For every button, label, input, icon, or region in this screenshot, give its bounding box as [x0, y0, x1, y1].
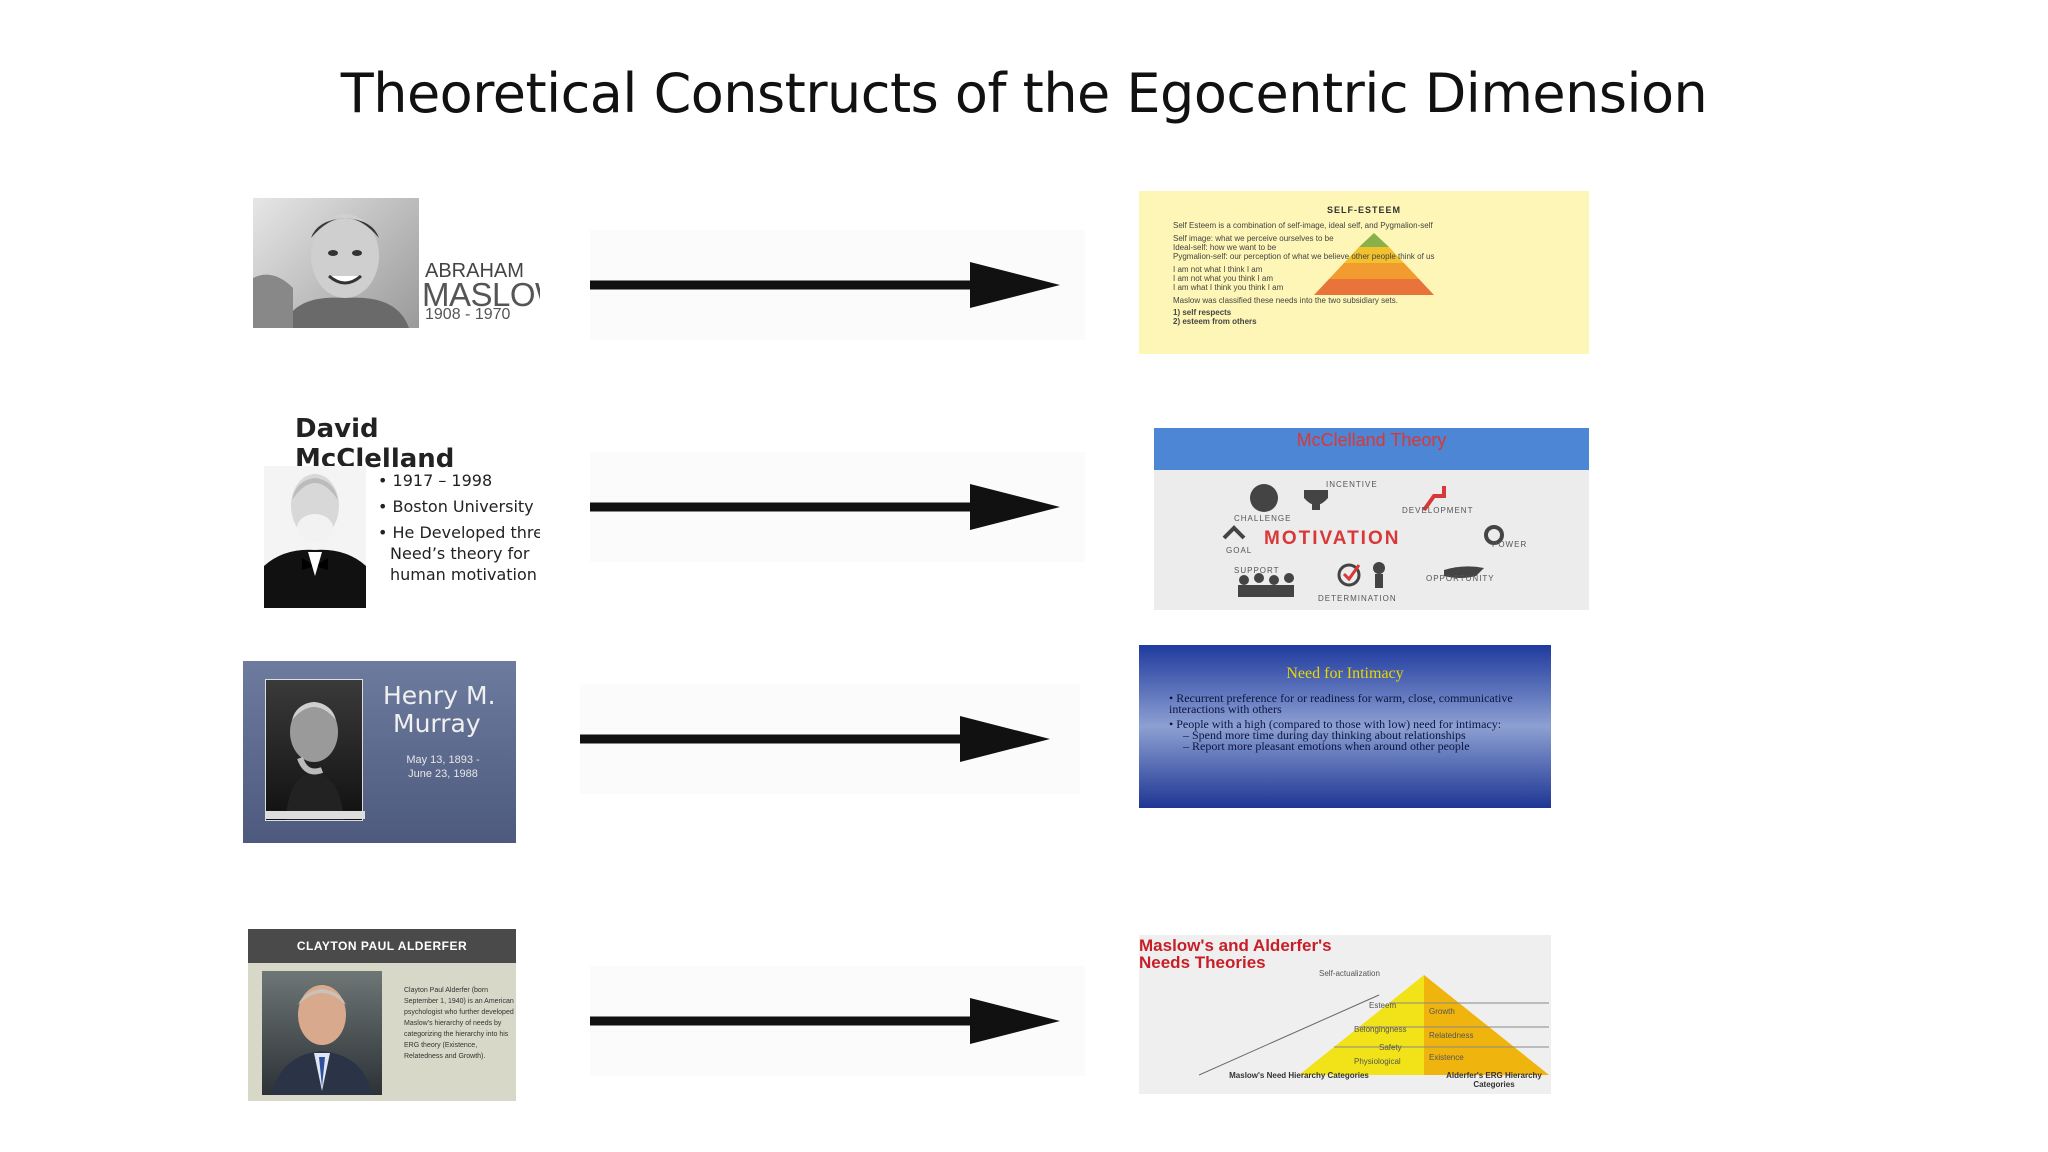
maslow-photo — [253, 198, 419, 328]
alderfer-header: CLAYTON PAUL ALDERFER — [248, 929, 516, 963]
alderfer-caption: Alderfer's ERG Hierarchy Categories — [1446, 1071, 1542, 1089]
intimacy-line: – Spend more time during day thinking ab… — [1183, 728, 1466, 742]
erg-level: Growth — [1429, 1007, 1455, 1016]
alderfer-card: CLAYTON PAUL ALDERFER Clayton Paul Alder… — [248, 929, 516, 1101]
intimacy-line: – Report more pleasant emotions when aro… — [1183, 739, 1470, 753]
self-esteem-slide: SELF-ESTEEM Self Esteem is a combination… — [1139, 191, 1589, 354]
title-line: Needs Theories — [1139, 953, 1266, 972]
arrow-4 — [590, 966, 1060, 1076]
theory-word: SUPPORT — [1234, 566, 1280, 575]
maslow-alderfer-slide: Maslow's and Alderfer's Needs Theories S… — [1139, 935, 1551, 1094]
maslow-portrait-card: ABRAHAM MASLOW 1908 - 1970 — [253, 198, 540, 328]
bullet-item: • 1917 – 1998 — [378, 471, 493, 490]
motivation-icons — [1222, 484, 1504, 597]
theory-word: POWER — [1492, 540, 1528, 549]
motivation-label: MOTIVATION — [1264, 528, 1401, 549]
murray-card: Henry M. Murray May 13, 1893 - June 23, … — [243, 661, 516, 843]
intimacy-title: Need for Intimacy — [1286, 665, 1404, 682]
arrow-1 — [590, 230, 1060, 340]
mcclelland-theory-slide: McClelland Theory INCENTIVE DEVELOPMENT … — [1154, 428, 1589, 610]
intimacy-line: • People with a high (compared to those … — [1169, 717, 1502, 731]
maslow-years: 1908 - 1970 — [425, 306, 511, 323]
maslow-first-name: ABRAHAM — [425, 260, 524, 282]
bullet-item: human motivation — [390, 565, 537, 584]
maslow-last-name: MASLOW — [422, 276, 540, 313]
theory-word: CHALLENGE — [1234, 514, 1292, 523]
self-esteem-line: I am what I think you think I am — [1173, 283, 1284, 292]
mcclelland-card: David McClelland • 1917 – 1998 • Boston … — [240, 400, 540, 640]
self-esteem-line: Ideal-self: how we want to be — [1173, 243, 1277, 252]
photo-caption-strip — [265, 811, 365, 819]
needs-pyramid-icon — [1314, 233, 1434, 295]
theory-word: INCENTIVE — [1326, 480, 1378, 489]
self-esteem-line: Self image: what we perceive ourselves t… — [1173, 234, 1334, 243]
erg-level: Existence — [1429, 1053, 1464, 1062]
theory-word: DETERMINATION — [1318, 594, 1397, 603]
self-esteem-line: I am not what you think I am — [1173, 274, 1274, 283]
self-esteem-line: Pygmalion-self: our perception of what w… — [1173, 252, 1435, 261]
theory-word: OPPORTUNITY — [1426, 574, 1495, 583]
murray-first-name: Henry M. — [383, 681, 496, 710]
self-esteem-line: Maslow was classified these needs into t… — [1173, 296, 1398, 305]
pyramid-level: Self-actualization — [1319, 969, 1380, 978]
pyramid-level: Esteem — [1369, 1001, 1397, 1010]
need-for-intimacy-slide: Need for Intimacy • Recurrent preference… — [1139, 645, 1551, 808]
pyramid-level: Physiological — [1354, 1057, 1401, 1066]
bullet-item: • He Developed three — [378, 523, 540, 542]
slide-title: Theoretical Constructs of the Egocentric… — [340, 62, 1708, 125]
pyramid-level: Belongingness — [1354, 1025, 1407, 1034]
alderfer-photo — [262, 971, 382, 1095]
theory-word: DEVELOPMENT — [1402, 506, 1474, 515]
mcclelland-name: David McClelland — [295, 414, 455, 474]
needs-pyramid-diagram — [1199, 975, 1549, 1076]
bullet-item: Need’s theory for — [390, 544, 530, 563]
self-esteem-line: 1) self respects — [1173, 308, 1232, 317]
mcclelland-photo — [264, 466, 366, 608]
murray-photo — [265, 679, 363, 821]
maslow-alderfer-title: Maslow's and Alderfer's Needs Theories — [1139, 937, 1332, 971]
mcclelland-theory-title: McClelland Theory — [1296, 430, 1447, 450]
arrow-2 — [590, 452, 1060, 562]
intimacy-text: • Recurrent preference for or readiness … — [1169, 691, 1539, 753]
self-esteem-line: I am not what I think I am — [1173, 265, 1263, 274]
theory-header-bar — [1154, 428, 1589, 470]
intimacy-line: • Recurrent preference for or readiness … — [1169, 691, 1513, 716]
erg-level: Relatedness — [1429, 1031, 1474, 1040]
alderfer-bio: Clayton Paul Alderfer (born September 1,… — [404, 987, 514, 1060]
murray-dates: May 13, 1893 - June 23, 1988 — [406, 754, 480, 780]
mcclelland-bullets: • 1917 – 1998 • Boston University • He D… — [378, 470, 540, 585]
arrow-3 — [580, 684, 1050, 794]
pyramid-level: Safety — [1379, 1043, 1402, 1052]
self-esteem-line: 2) esteem from others — [1173, 317, 1257, 326]
maslow-caption: Maslow's Need Hierarchy Categories — [1229, 1071, 1369, 1080]
self-esteem-title: SELF-ESTEEM — [1326, 205, 1401, 215]
theory-word: GOAL — [1226, 546, 1253, 555]
self-esteem-text: Self Esteem is a combination of self-ima… — [1173, 221, 1583, 326]
murray-last-name: Murray — [393, 709, 481, 738]
self-esteem-line: Self Esteem is a combination of self-ima… — [1173, 221, 1433, 230]
title-line: Maslow's and Alderfer's — [1139, 936, 1332, 955]
bullet-item: • Boston University — [378, 497, 534, 516]
